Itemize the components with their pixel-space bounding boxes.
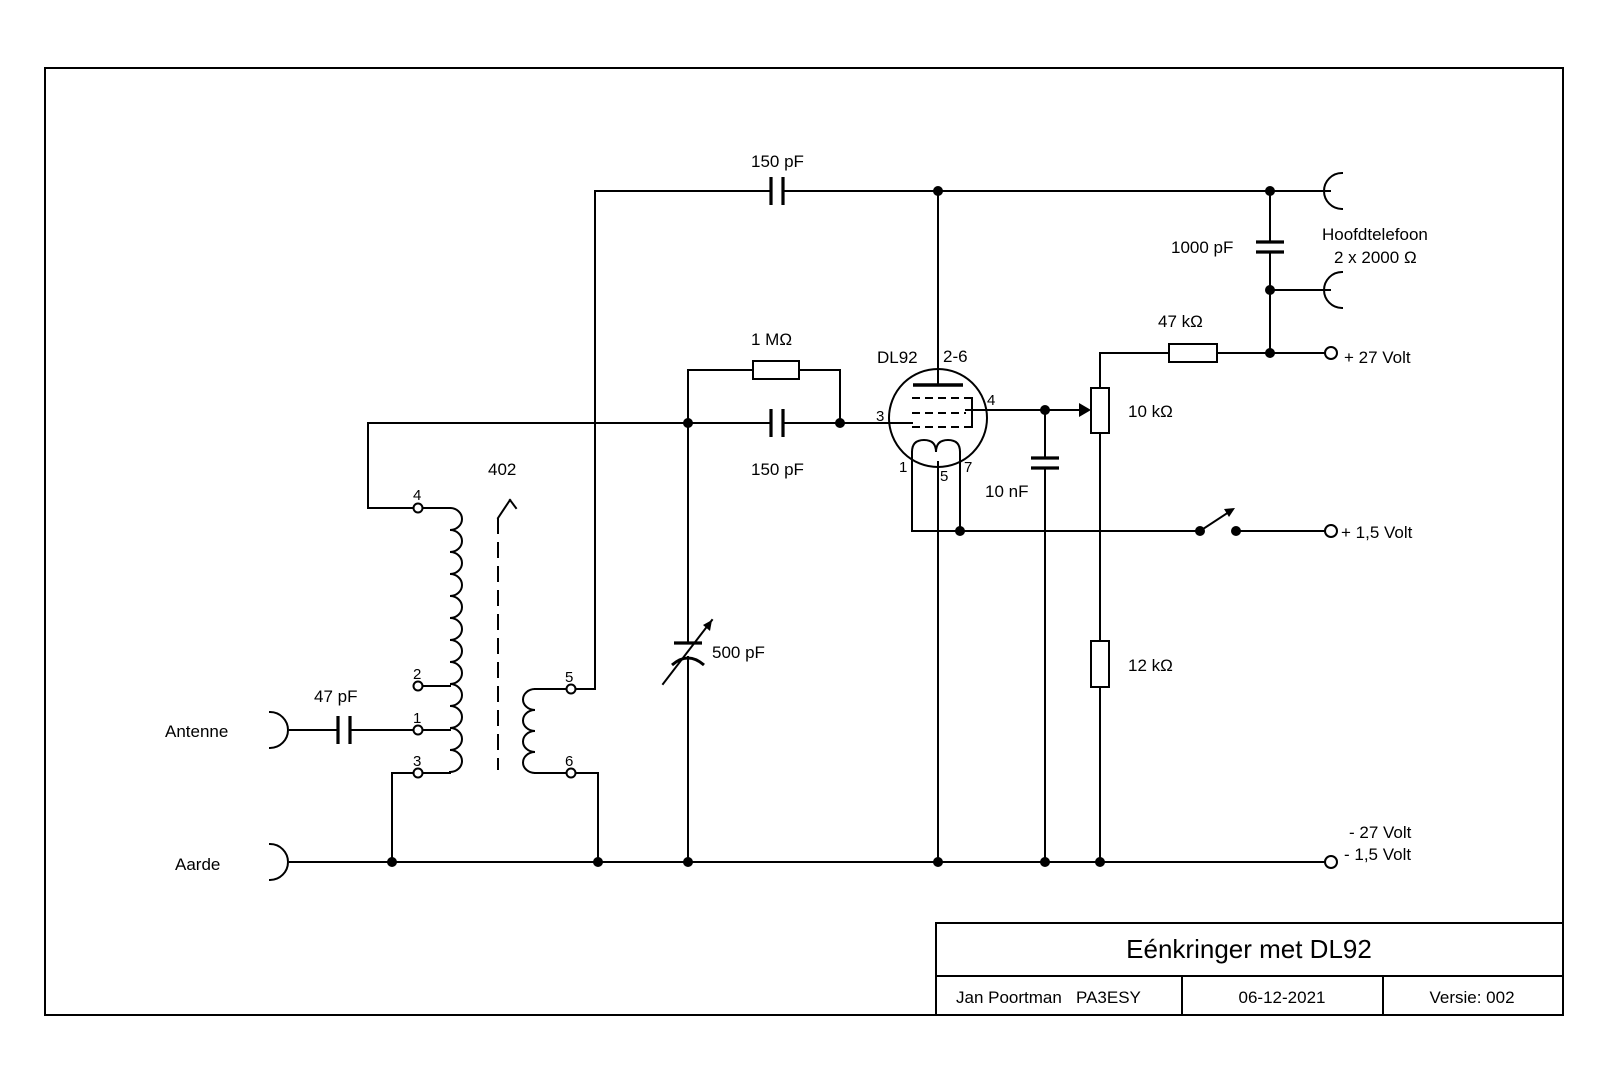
label-supply-plus15: + 1,5 Volt (1341, 523, 1413, 542)
label-supply-plus27: + 27 Volt (1344, 348, 1411, 367)
title-block-date: 06-12-2021 (1239, 988, 1326, 1007)
label-r-grid: 1 MΩ (751, 330, 792, 349)
label-supply-minus27: - 27 Volt (1349, 823, 1412, 842)
label-coil-pin-4: 4 (413, 487, 421, 504)
label-r-anode: 47 kΩ (1158, 312, 1203, 331)
label-headphones-1: Hoofdtelefoon (1322, 225, 1428, 244)
capacitor-grid (769, 409, 785, 437)
terminals (412, 346, 1338, 869)
label-tube-pin-7: 7 (964, 459, 972, 476)
capacitor-antenna (336, 716, 352, 744)
junction-dots (387, 186, 1275, 867)
headphone-jack-top-icon (1323, 171, 1344, 211)
antenna-jack-icon (268, 710, 289, 750)
label-c-grid: 150 pF (751, 460, 804, 479)
potentiometer-wiper-arrow (1079, 403, 1091, 417)
label-coil-pin-1: 1 (413, 710, 421, 727)
title-block-title: Eénkringer met DL92 (1126, 934, 1372, 964)
label-tube-anode-pins: 2-6 (943, 347, 968, 366)
label-tube-pin-1: 1 (899, 459, 907, 476)
label-coil-pin-6: 6 (565, 753, 573, 770)
label-supply-minus15: - 1,5 Volt (1344, 845, 1411, 864)
resistor-anode (1168, 343, 1218, 363)
capacitor-feedback (769, 177, 785, 205)
coil-secondary (522, 687, 537, 775)
label-headphones-2: 2 x 2000 Ω (1334, 248, 1417, 267)
label-antenna: Antenne (165, 722, 228, 741)
title-block-version: Versie: 002 (1429, 988, 1514, 1007)
coil-primary (448, 506, 463, 774)
capacitor-tuning-variable (661, 618, 714, 686)
coil-core (496, 498, 518, 770)
wiring (289, 190, 1331, 863)
label-c-phones-bypass: 1000 pF (1171, 238, 1233, 257)
label-r-divider: 12 kΩ (1128, 656, 1173, 675)
label-c-antenna: 47 pF (314, 687, 357, 706)
label-coil-pin-3: 3 (413, 753, 421, 770)
resistor-divider (1090, 640, 1110, 688)
potentiometer-screen (1090, 387, 1110, 434)
resistor-grid-leak (752, 360, 800, 380)
label-pot-screen: 10 kΩ (1128, 402, 1173, 421)
label-coil-pin-5: 5 (565, 669, 573, 686)
tube-dl92 (887, 368, 988, 468)
label-c-feedback: 150 pF (751, 152, 804, 171)
drawing-frame (44, 67, 1564, 1016)
label-tube-pin-grid: 3 (876, 408, 884, 425)
label-tube-pin-5: 5 (940, 468, 948, 485)
ground-jack-icon (268, 842, 289, 882)
capacitor-phones-bypass (1256, 240, 1284, 254)
label-c-tuning: 500 pF (712, 643, 765, 662)
label-coil-type: 402 (488, 460, 516, 479)
title-block: Eénkringer met DL92 Jan Poortman PA3ESY … (935, 922, 1564, 1016)
label-tube-pin-screen: 4 (987, 392, 995, 409)
label-tube-type: DL92 (877, 348, 918, 367)
capacitor-screen (1031, 456, 1059, 470)
title-block-author: Jan Poortman PA3ESY (956, 988, 1141, 1007)
label-coil-pin-2: 2 (413, 666, 421, 683)
label-c-screen: 10 nF (985, 482, 1028, 501)
label-ground: Aarde (175, 855, 220, 874)
filament-switch (1198, 508, 1235, 533)
headphone-jack-bottom-icon (1323, 270, 1344, 310)
